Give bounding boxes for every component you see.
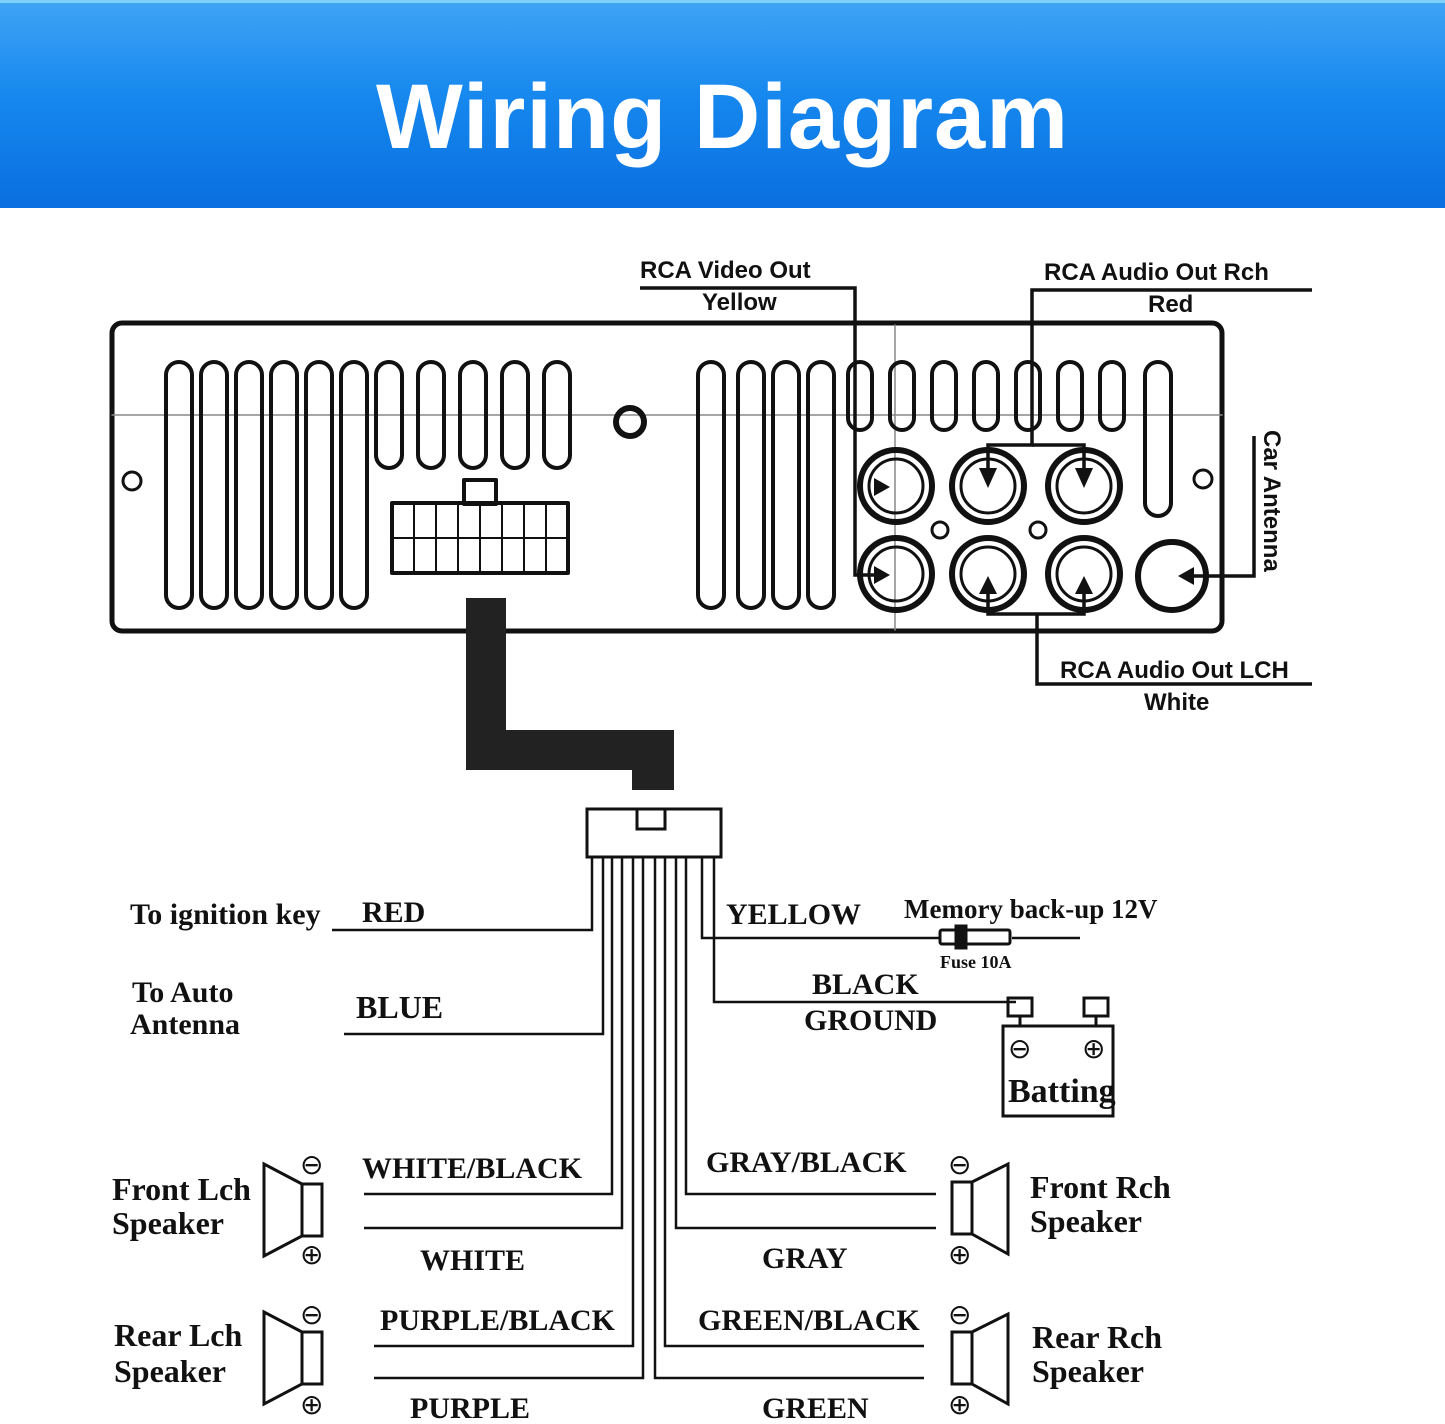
rear-right-speaker-icon <box>950 1311 1010 1407</box>
screw-icon <box>121 470 143 492</box>
rca-jacks <box>857 447 1209 613</box>
ground-label: GROUND <box>804 1004 937 1037</box>
plus-icon: ⊕ <box>300 1238 323 1271</box>
antenna-wire-color: BLUE <box>356 989 443 1025</box>
front-right-label-line1: Front Rch <box>1030 1169 1171 1205</box>
car-antenna-label: Car Antenna <box>1258 430 1285 572</box>
screw-icon <box>930 520 950 540</box>
left-tall-vents <box>164 360 369 610</box>
ignition-wire-color: RED <box>362 896 425 929</box>
middle-tall-vents <box>696 360 836 610</box>
mounting-hole <box>613 405 647 439</box>
plus-icon: ⊕ <box>300 1388 323 1421</box>
right-short-vents <box>846 360 1173 518</box>
ignition-target-label: To ignition key <box>130 898 321 931</box>
rca-audio-r-label: RCA Audio Out Rch <box>1044 259 1269 286</box>
antenna-leader <box>1190 436 1256 578</box>
rca-audio-l-color: White <box>1144 689 1209 716</box>
head-unit-back-panel <box>109 320 1225 634</box>
rear-left-speaker-icon <box>262 1309 324 1407</box>
plus-icon: ⊕ <box>948 1238 971 1271</box>
memory-backup-label: Memory back-up 12V <box>904 894 1158 924</box>
battery-label: Batting <box>1008 1073 1116 1110</box>
front-right-neg-wire: GRAY/BLACK <box>706 1146 907 1179</box>
iso-connector-socket <box>390 478 570 575</box>
minus-icon: ⊖ <box>300 1148 323 1181</box>
front-right-speaker-icon <box>950 1161 1010 1257</box>
front-left-speaker-icon <box>262 1161 324 1259</box>
rear-right-pos-wire: GREEN <box>762 1392 869 1424</box>
memory-wire-color: YELLOW <box>726 898 861 931</box>
rear-right-label-line1: Rear Rch <box>1032 1319 1162 1355</box>
rca-video-label: RCA Video Out <box>640 257 811 284</box>
fuse-icon <box>938 924 1012 950</box>
battery-icon <box>1001 996 1115 1118</box>
harness-plug <box>585 807 723 859</box>
front-right-pos-wire: GRAY <box>762 1242 848 1275</box>
front-left-neg-wire: WHITE/BLACK <box>362 1152 583 1185</box>
minus-icon: ⊖ <box>300 1298 323 1331</box>
header-banner: Wiring Diagram <box>0 0 1445 208</box>
video-out-leader <box>640 286 878 577</box>
minus-icon: ⊖ <box>948 1298 971 1331</box>
rca-audio-r-color: Red <box>1148 291 1193 318</box>
minus-icon: ⊖ <box>948 1148 971 1181</box>
rear-right-label-line2: Speaker <box>1032 1353 1144 1389</box>
antenna-target-line2: Antenna <box>130 1008 240 1041</box>
ground-wire-color: BLACK <box>812 968 919 1001</box>
screw-icon <box>1192 468 1214 490</box>
page-title: Wiring Diagram <box>375 66 1070 168</box>
rear-left-label-line1: Rear Lch <box>114 1317 242 1353</box>
front-left-label-line1: Front Lch <box>112 1171 251 1207</box>
left-short-vents <box>374 360 572 470</box>
front-left-pos-wire: WHITE <box>420 1244 525 1277</box>
plus-icon: ⊕ <box>1082 1032 1105 1065</box>
front-left-label-line2: Speaker <box>112 1205 224 1241</box>
rear-right-neg-wire: GREEN/BLACK <box>698 1304 920 1337</box>
rear-left-label-line2: Speaker <box>114 1353 226 1389</box>
antenna-target-line1: To Auto <box>132 976 233 1009</box>
rca-audio-l-label: RCA Audio Out LCH <box>1060 657 1289 684</box>
rear-left-neg-wire: PURPLE/BLACK <box>380 1304 616 1337</box>
minus-icon: ⊖ <box>1008 1032 1031 1065</box>
harness-cable <box>466 598 674 790</box>
screw-icon <box>1028 520 1048 540</box>
front-right-label-line2: Speaker <box>1030 1203 1142 1239</box>
rca-video-color: Yellow <box>702 289 777 316</box>
harness-wires <box>332 857 1080 1380</box>
fuse-label: Fuse 10A <box>940 952 1012 972</box>
rear-left-pos-wire: PURPLE <box>410 1392 530 1424</box>
plus-icon: ⊕ <box>948 1388 971 1421</box>
